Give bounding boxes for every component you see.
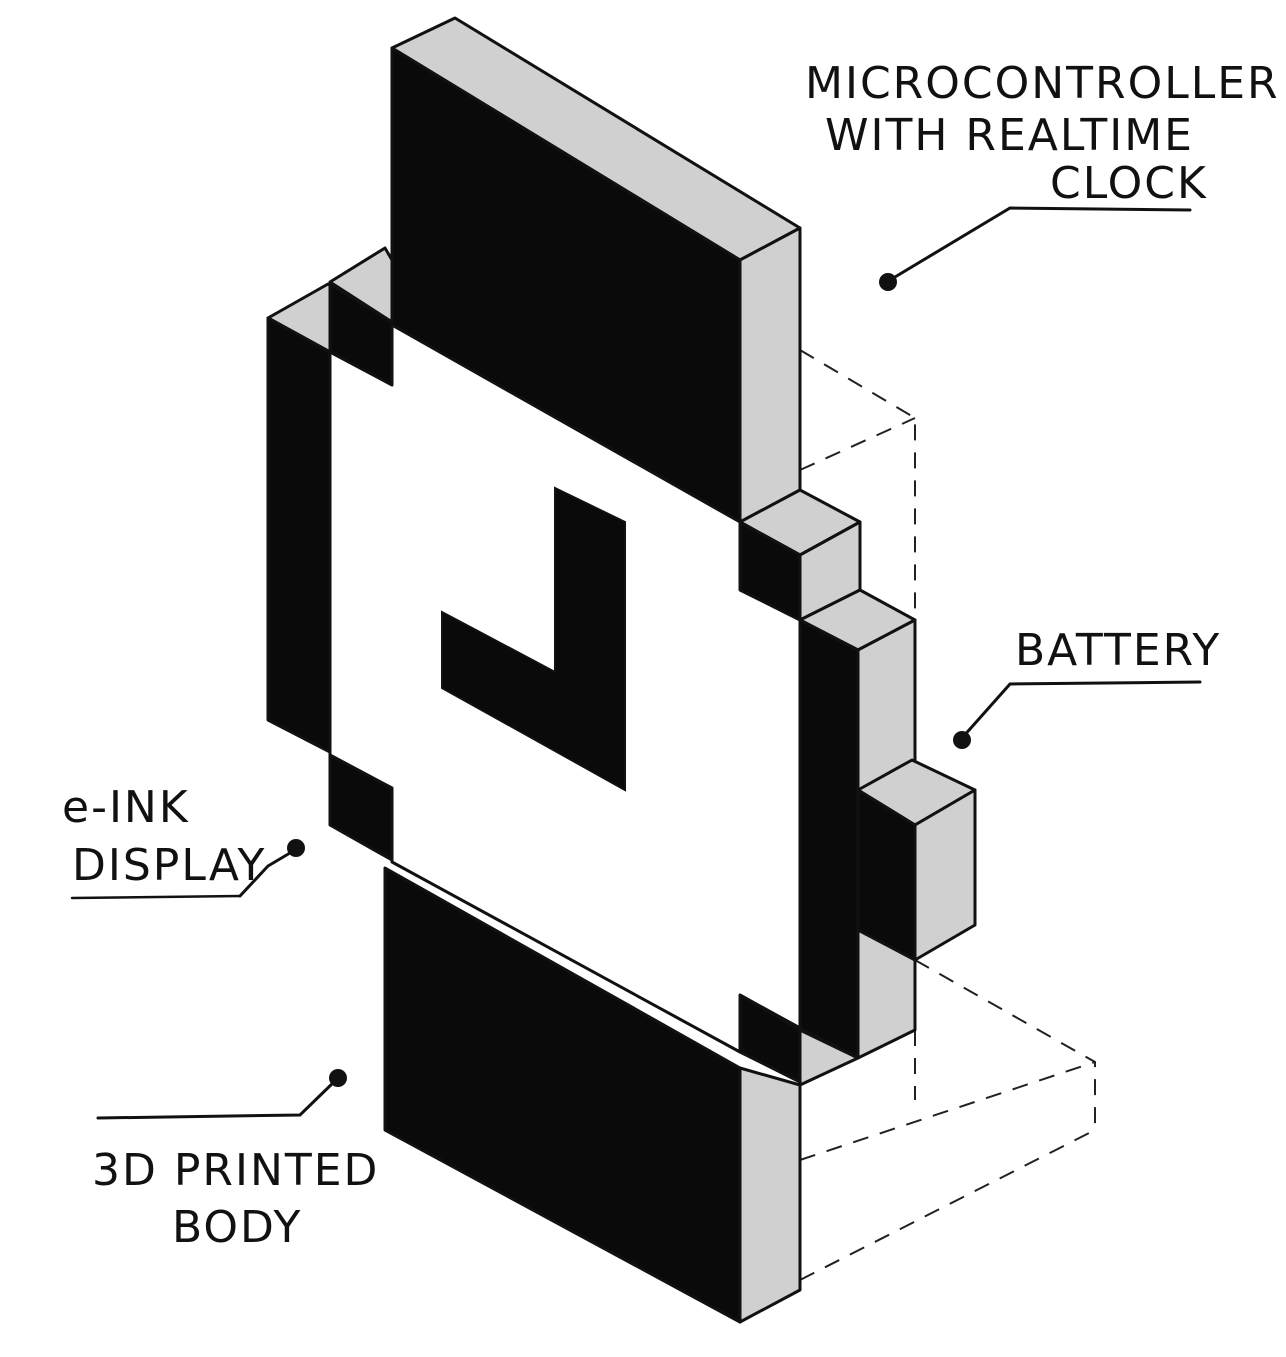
right-steps	[738, 488, 977, 1087]
annotation-e-ink: e-INK DISPLAY	[62, 782, 305, 900]
body-label-line-2: BODY	[172, 1202, 302, 1253]
e-ink-display	[328, 323, 802, 1054]
microcontroller-label-line-1: MICROCONTROLLER	[805, 58, 1280, 109]
microcontroller-label-line-3: CLOCK	[1050, 158, 1208, 209]
annotation-body: 3D PRINTED BODY	[92, 1069, 379, 1253]
microcontroller-label-line-2: WITH REALTIME	[825, 110, 1194, 161]
e-ink-label-line-1: e-INK	[62, 782, 190, 833]
battery-label: BATTERY	[1015, 625, 1221, 676]
e-ink-label-line-2: DISPLAY	[72, 840, 266, 891]
annotation-microcontroller: MICROCONTROLLER WITH REALTIME CLOCK	[805, 58, 1280, 291]
top-block	[390, 16, 802, 524]
annotation-battery: BATTERY	[953, 625, 1221, 749]
bottom-block	[383, 866, 802, 1324]
body-label-line-1: 3D PRINTED	[92, 1145, 379, 1196]
clock-hands	[441, 486, 626, 792]
